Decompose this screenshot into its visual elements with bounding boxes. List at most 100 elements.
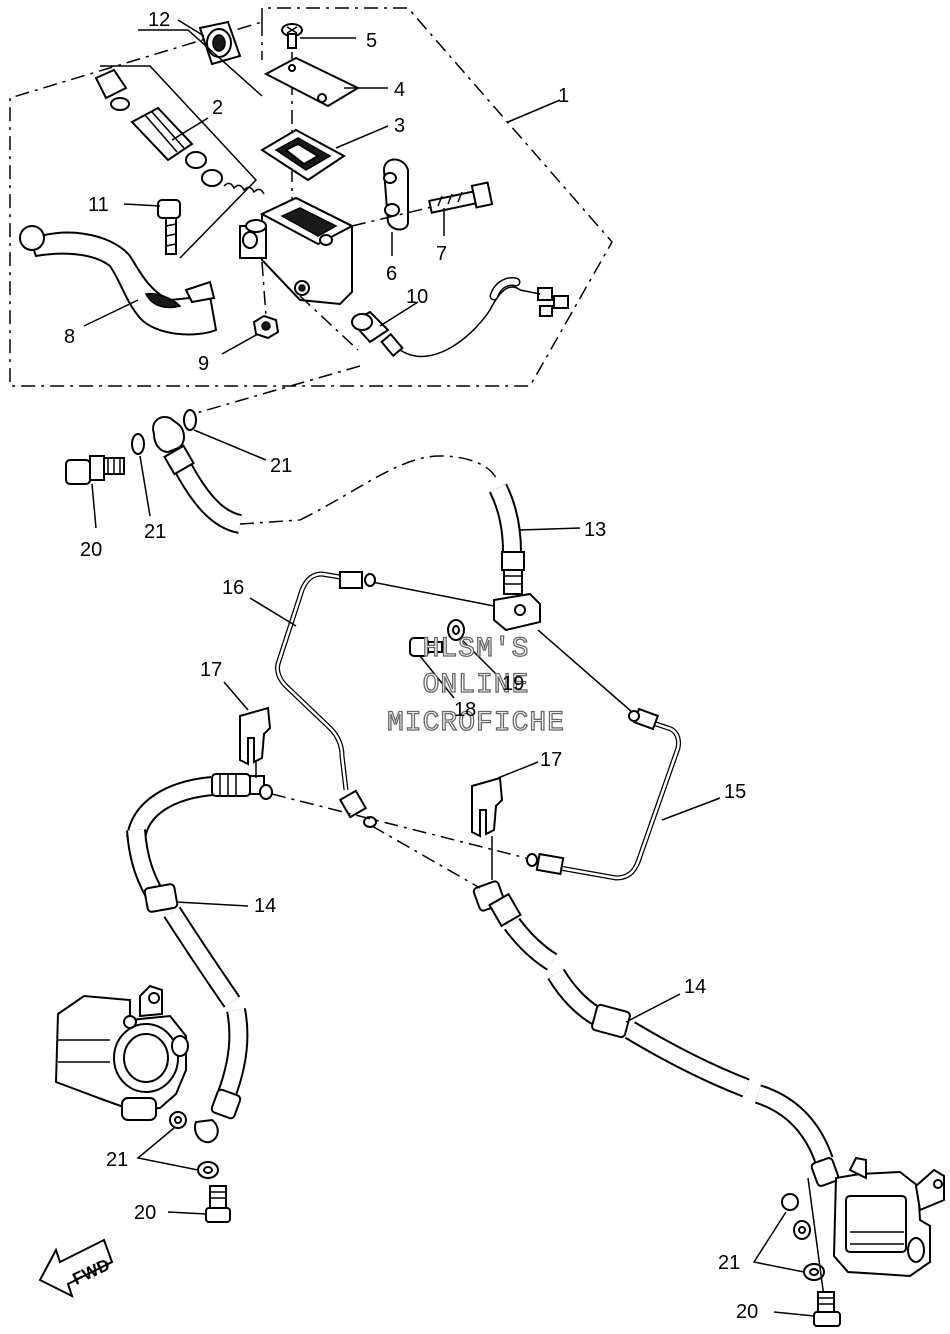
part-2-piston-kit xyxy=(94,68,265,195)
part-12-boot xyxy=(198,20,242,66)
part-7-bolt xyxy=(428,181,494,214)
watermark-line-2: ONLINE xyxy=(423,670,530,701)
kit-bracket-12 xyxy=(138,29,263,97)
leader-15 xyxy=(661,797,721,821)
leader-17-right xyxy=(497,761,539,779)
callout-18: 18 xyxy=(454,699,476,721)
watermark-line-1: HLSM'S xyxy=(423,634,530,665)
callout-2: 2 xyxy=(212,97,223,119)
part-18-bolt xyxy=(409,637,443,657)
watermark-line-3: MICROFICHE xyxy=(387,708,565,739)
axis-joint-bolt xyxy=(371,581,495,607)
part-11-pivot-bolt xyxy=(157,199,181,255)
part-20-banjo-bolt-upper xyxy=(65,455,125,485)
part-5-screw xyxy=(281,23,303,49)
leader-21-lower-left xyxy=(136,1127,199,1171)
axis-9 xyxy=(261,261,267,317)
leader-20-lower-left xyxy=(167,1211,207,1215)
callout-21-lower-left: 21 xyxy=(106,1149,128,1171)
callout-6: 6 xyxy=(386,263,397,285)
leader-20-lower-right xyxy=(773,1311,815,1317)
leader-10 xyxy=(379,301,419,327)
callout-12: 12 xyxy=(148,9,170,31)
part-21-washer-upper-left xyxy=(131,433,145,455)
leader-18 xyxy=(419,655,455,699)
part-21-washer-lower-right-1 xyxy=(781,1193,799,1211)
part-14-brake-hose-right xyxy=(472,880,840,1187)
callout-21-upper-right: 21 xyxy=(270,455,292,477)
leader-12 xyxy=(177,19,205,37)
part-10-brake-switch xyxy=(350,277,569,358)
part-16-brake-pipe xyxy=(275,571,377,828)
leader-19 xyxy=(461,639,501,679)
part-21-washer-lower-left-2 xyxy=(197,1161,219,1179)
leader-3 xyxy=(335,125,389,149)
callout-1: 1 xyxy=(558,85,569,107)
leader-13 xyxy=(519,527,581,531)
axis-mc-outlet xyxy=(185,365,361,417)
part-9-nut xyxy=(252,314,280,340)
part-19-washer xyxy=(447,619,465,641)
part-13-upper-hose xyxy=(152,416,541,632)
callout-11: 11 xyxy=(88,194,109,216)
leader-14-right xyxy=(625,993,681,1023)
callout-20-lower-left: 20 xyxy=(134,1202,156,1224)
callout-21-upper-left: 21 xyxy=(144,521,166,543)
kit-bracket-2 xyxy=(100,65,258,259)
part-4-reservoir-cap xyxy=(263,56,361,108)
callout-4: 4 xyxy=(394,79,405,101)
callout-20-lower-right: 20 xyxy=(736,1301,758,1323)
callout-21-lower-right: 21 xyxy=(718,1252,740,1274)
callout-16: 16 xyxy=(222,577,244,599)
part-14-brake-hose-left xyxy=(126,773,273,1144)
right-brake-caliper xyxy=(832,1156,945,1278)
part-20-banjo-bolt-lower-right xyxy=(813,1291,841,1327)
fwd-arrow-icon: FWD xyxy=(38,1238,114,1298)
leader-9 xyxy=(221,333,259,355)
part-17-clip-right xyxy=(471,776,504,838)
leader-11 xyxy=(123,203,161,207)
callout-8: 8 xyxy=(64,326,75,348)
leader-17-left xyxy=(223,681,249,711)
callout-14-left: 14 xyxy=(254,895,276,917)
left-brake-caliper xyxy=(54,984,189,1121)
callout-7: 7 xyxy=(436,243,447,265)
callout-14-right: 14 xyxy=(684,976,706,998)
part-8-brake-lever xyxy=(19,225,218,336)
leader-8 xyxy=(83,299,139,327)
part-17-clip-left xyxy=(239,706,272,766)
leader-21-upper-left xyxy=(139,455,151,517)
part-21-washer-lower-right-2 xyxy=(793,1220,811,1240)
callout-5: 5 xyxy=(366,30,377,52)
part-15-brake-pipe xyxy=(526,707,681,881)
part-21-washer-lower-left-1 xyxy=(169,1111,187,1129)
callout-17-left: 17 xyxy=(200,659,222,681)
callout-10: 10 xyxy=(406,286,428,308)
part-3-diaphragm xyxy=(260,128,346,182)
axis-joint-to-15 xyxy=(537,629,633,713)
part-6-holder-clamp xyxy=(382,158,409,231)
leader-21-lower-right xyxy=(752,1211,805,1273)
axis-6 xyxy=(351,205,437,227)
part-21-washer-upper-right xyxy=(183,409,197,431)
callout-19: 19 xyxy=(502,673,524,695)
leader-1 xyxy=(507,99,561,123)
callout-9: 9 xyxy=(198,353,209,375)
leader-14-left xyxy=(175,901,249,907)
leader-21-upper-right xyxy=(193,429,267,461)
callout-3: 3 xyxy=(394,115,405,137)
axis-lower-right xyxy=(807,1177,827,1313)
callout-20-upper: 20 xyxy=(80,539,102,561)
master-cylinder-body xyxy=(239,196,355,306)
leader-2 xyxy=(171,117,209,141)
axis-10 xyxy=(299,295,359,351)
leader-20-upper xyxy=(91,483,97,529)
part-20-banjo-bolt-lower-left xyxy=(205,1185,231,1223)
axis-16-to-right-hose xyxy=(371,825,481,889)
part-21-washer-lower-right-3 xyxy=(803,1263,825,1281)
master-cylinder-assembly-outline xyxy=(9,7,613,387)
callout-15: 15 xyxy=(724,781,746,803)
leader-16 xyxy=(249,597,297,627)
callout-17-right: 17 xyxy=(540,749,562,771)
